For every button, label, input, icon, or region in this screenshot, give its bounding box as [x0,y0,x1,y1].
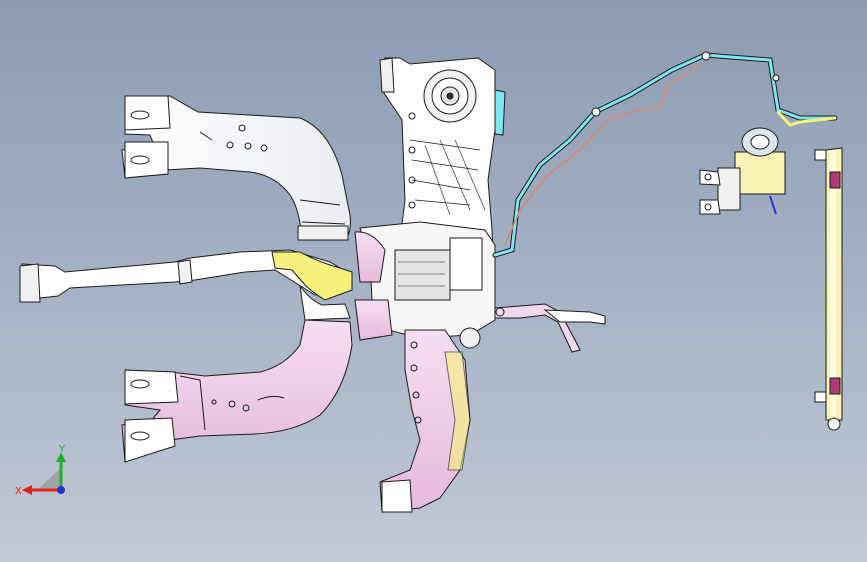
y-axis-label: Y [58,444,66,455]
compressor-assembly[interactable] [699,127,786,215]
lower-foot-duct[interactable] [121,319,353,463]
condenser-radiator[interactable] [814,147,843,431]
center-vent-duct[interactable] [19,249,353,321]
blower-module[interactable] [354,221,496,349]
x-axis-label: X [15,486,22,497]
drain-pipe[interactable] [494,303,606,353]
z-axis-dot [57,486,65,494]
rear-floor-duct[interactable] [379,329,471,513]
upper-defrost-duct[interactable] [121,95,351,241]
orientation-triad: Y X [12,440,82,510]
triad-plane [37,468,61,490]
refrigerant-lines[interactable] [492,51,838,258]
